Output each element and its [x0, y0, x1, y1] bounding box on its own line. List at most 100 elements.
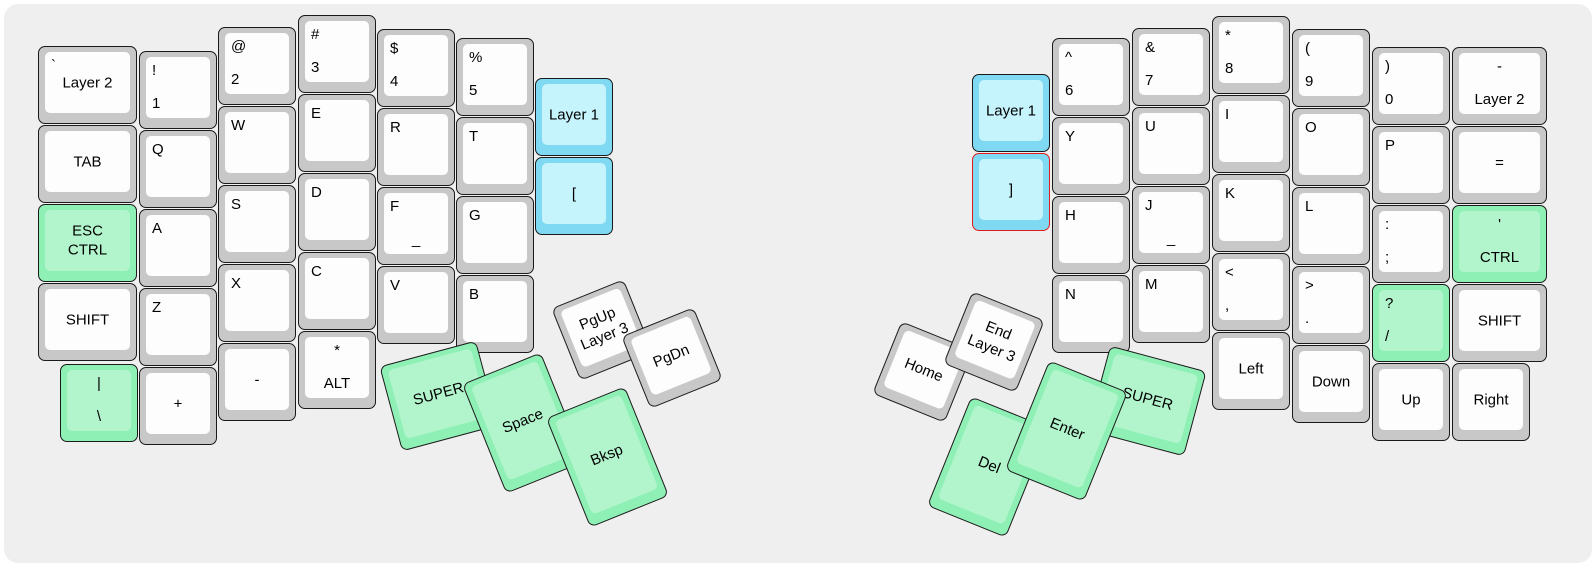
keycap-r-0: )0 — [1379, 53, 1443, 114]
key-l-3[interactable]: #3 — [298, 15, 376, 93]
key-r-left[interactable]: Left — [1212, 332, 1290, 410]
key-legend-r-0: ) — [1385, 58, 1390, 75]
key-l-e[interactable]: E — [298, 94, 376, 172]
key-r-y[interactable]: Y — [1052, 117, 1130, 195]
key-legend-l-pipe-backslash: | — [97, 375, 101, 392]
keycap-l-plus: + — [146, 373, 210, 434]
key-l-z[interactable]: Z — [139, 288, 217, 366]
key-legend-r-h: H — [1065, 207, 1076, 224]
key-l-shift[interactable]: SHIFT — [38, 283, 137, 361]
keycap-r-i: I — [1219, 101, 1283, 162]
key-l-v[interactable]: V — [377, 266, 455, 344]
keycap-l-b: B — [463, 281, 527, 342]
key-l-t[interactable]: T — [456, 117, 534, 195]
keycap-l-grave-layer2: `Layer 2 — [45, 52, 130, 113]
keycap-r-left: Left — [1219, 338, 1283, 399]
keycap-r-p: P — [1379, 132, 1443, 193]
key-legend-r-j: J — [1145, 197, 1153, 214]
key-r-rbracket[interactable]: ] — [972, 153, 1050, 231]
key-r-8[interactable]: *8 — [1212, 16, 1290, 94]
key-legend-r-n: N — [1065, 286, 1076, 303]
key-l-tab[interactable]: TAB — [38, 125, 137, 203]
key-r-comma[interactable]: <, — [1212, 253, 1290, 331]
key-r-shift[interactable]: SHIFT — [1452, 284, 1547, 362]
key-legend-r-down: Down — [1311, 373, 1351, 390]
keycap-r-quote-ctrl: 'CTRL — [1459, 211, 1540, 272]
key-legend-l-3: # — [311, 26, 320, 43]
key-legend-l-e: E — [311, 105, 322, 122]
key-l-grave-layer2[interactable]: `Layer 2 — [38, 46, 137, 124]
key-l-alt[interactable]: *ALT — [298, 331, 376, 409]
key-legend-l-1: 1 — [152, 95, 161, 112]
key-legend-r-comma: < — [1225, 264, 1234, 281]
keycap-r-minus-layer2: -Layer 2 — [1459, 53, 1540, 114]
key-legend-l-bksp: Bksp — [587, 440, 626, 469]
key-legend-l-5: 5 — [469, 82, 478, 99]
key-legend-r-u: U — [1145, 118, 1156, 135]
key-r-quote-ctrl[interactable]: 'CTRL — [1452, 205, 1547, 283]
key-r-right[interactable]: Right — [1452, 363, 1530, 441]
key-r-n[interactable]: N — [1052, 275, 1130, 353]
key-r-7[interactable]: &7 — [1132, 28, 1210, 106]
key-r-k[interactable]: K — [1212, 174, 1290, 252]
key-l-4[interactable]: $4 — [377, 29, 455, 107]
key-l-plus[interactable]: + — [139, 367, 217, 445]
key-legend-l-z: Z — [152, 299, 162, 316]
key-legend-l-4: 4 — [390, 73, 399, 90]
key-legend-r-period: . — [1305, 310, 1310, 327]
key-l-q[interactable]: Q — [139, 130, 217, 208]
key-l-f[interactable]: F_ — [377, 187, 455, 265]
key-l-x[interactable]: X — [218, 264, 296, 342]
key-r-slash[interactable]: ?/ — [1372, 284, 1450, 362]
key-legend-l-grave-layer2: ` — [51, 57, 56, 74]
key-r-m[interactable]: M — [1132, 265, 1210, 343]
key-r-6[interactable]: ^6 — [1052, 38, 1130, 116]
key-r-p[interactable]: P — [1372, 126, 1450, 204]
key-l-minus[interactable]: - — [218, 343, 296, 421]
keycap-l-3: #3 — [305, 21, 369, 82]
keycap-l-1: !1 — [146, 57, 210, 118]
keycap-r-rbracket: ] — [979, 159, 1043, 220]
key-r-layer1[interactable]: Layer 1 — [972, 74, 1050, 152]
key-r-u[interactable]: U — [1132, 107, 1210, 185]
key-r-down[interactable]: Down — [1292, 345, 1370, 423]
key-legend-l-3: 3 — [311, 59, 320, 76]
key-r-o[interactable]: O — [1292, 108, 1370, 186]
key-l-pipe-backslash[interactable]: |\ — [60, 364, 138, 442]
key-l-d[interactable]: D — [298, 173, 376, 251]
key-r-j[interactable]: J_ — [1132, 186, 1210, 264]
key-l-g[interactable]: G — [456, 196, 534, 274]
key-l-2[interactable]: @2 — [218, 27, 296, 105]
key-r-semicolon[interactable]: :; — [1372, 205, 1450, 283]
key-r-0[interactable]: )0 — [1372, 47, 1450, 125]
key-r-l[interactable]: L — [1292, 187, 1370, 265]
key-legend-l-f: _ — [411, 231, 421, 248]
key-l-5[interactable]: %5 — [456, 38, 534, 116]
key-l-1[interactable]: !1 — [139, 51, 217, 129]
key-legend-l-pipe-backslash: \ — [96, 408, 102, 425]
key-l-w[interactable]: W — [218, 106, 296, 184]
key-r-9[interactable]: (9 — [1292, 29, 1370, 107]
key-l-b[interactable]: B — [456, 275, 534, 353]
key-l-s[interactable]: S — [218, 185, 296, 263]
key-l-lbracket[interactable]: [ — [535, 157, 613, 235]
key-legend-r-period: > — [1305, 277, 1314, 294]
key-r-equal[interactable]: = — [1452, 126, 1547, 204]
key-r-i[interactable]: I — [1212, 95, 1290, 173]
key-l-c[interactable]: C — [298, 252, 376, 330]
keycap-l-v: V — [384, 272, 448, 333]
key-legend-r-shift: SHIFT — [1477, 312, 1522, 329]
key-l-a[interactable]: A — [139, 209, 217, 287]
key-legend-r-minus-layer2: Layer 2 — [1474, 91, 1525, 108]
key-legend-r-rbracket: ] — [1008, 181, 1014, 198]
keycap-r-layer1: Layer 1 — [979, 80, 1043, 141]
key-legend-l-4: $ — [390, 40, 399, 57]
key-r-h[interactable]: H — [1052, 196, 1130, 274]
key-l-layer1[interactable]: Layer 1 — [535, 78, 613, 156]
key-r-minus-layer2[interactable]: -Layer 2 — [1452, 47, 1547, 125]
key-r-period[interactable]: >. — [1292, 266, 1370, 344]
key-r-up[interactable]: Up — [1372, 363, 1450, 441]
key-l-r[interactable]: R — [377, 108, 455, 186]
keycap-r-down: Down — [1299, 351, 1363, 412]
